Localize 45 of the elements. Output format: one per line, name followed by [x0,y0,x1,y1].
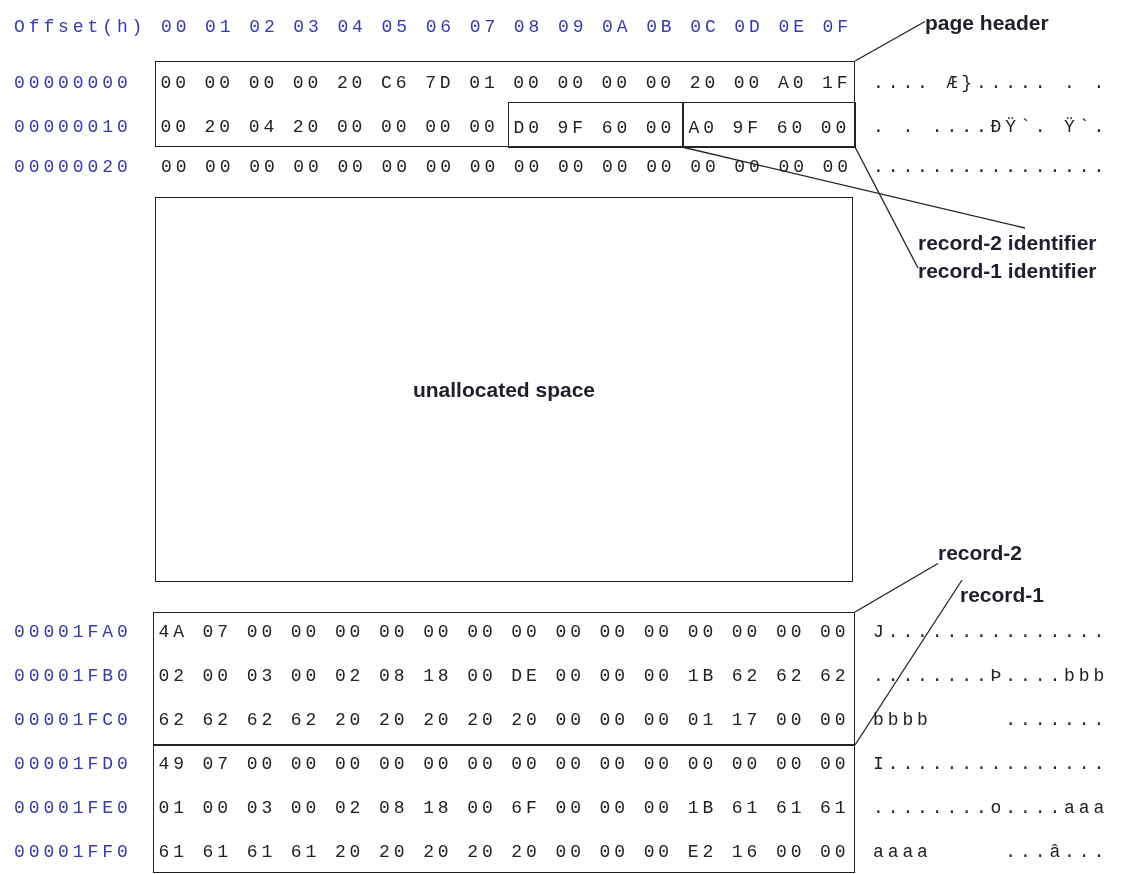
offset-header: 00000020 [14,156,132,179]
ascii-text: ................ [873,156,1109,179]
ascii-text: I............... [873,753,1109,776]
ascii-text: aaaa ...â... [873,841,1109,864]
hex-bytes: 00 20 04 20 00 00 00 00 [160,115,499,139]
callout-text: record-2 identifier [918,228,1132,258]
hex-bytes: 49 07 00 00 00 00 00 00 00 00 00 00 00 00 00 00 [158,752,850,776]
offset-header: Offset(h) [14,16,147,39]
highlight-box [153,745,855,873]
offset-header: 00000010 [14,116,132,139]
highlight-box [155,61,855,147]
offset-header: 00001FC0 [14,709,132,732]
hex-bytes: A0 9F 60 00 [688,116,851,140]
offset-header: 00000000 [14,72,132,95]
hex-bytes: 00 00 00 00 20 C6 7D 01 00 00 00 00 20 00 A0 1F [160,71,852,95]
hex-bytes: 4A 07 00 00 00 00 00 00 00 00 00 00 00 00 00 00 [158,620,850,644]
hex-bytes: 62 62 62 62 20 20 20 20 20 00 00 00 01 17 00 00 [158,708,850,732]
callout-text: record-1 [960,580,1060,610]
hex-bytes: 00 00 00 00 00 00 00 00 00 00 00 00 00 00 00 00 [161,156,852,179]
leader-line [854,579,963,746]
offset-header: 00 01 02 03 04 05 06 07 08 09 0A 0B 0C 0D 0E 0F [161,16,852,39]
hex-bytes: 02 00 03 00 02 08 18 00 DE 00 00 00 1B 62 62 62 [158,664,850,688]
leader-line [854,146,919,269]
offset-header: 00001FD0 [14,753,132,776]
region-label: unallocated space [412,376,596,403]
hex-bytes: 61 61 61 61 20 20 20 20 20 00 00 00 E2 16 00 00 [158,840,850,864]
offset-header: 00001FB0 [14,665,132,688]
region-box [155,197,853,582]
leader-line [854,20,926,62]
offset-header: 00001FA0 [14,621,132,644]
hex-bytes: 01 00 03 00 02 08 18 00 6F 00 00 00 1B 61 61 61 [158,796,850,820]
callout-text: record-1 identifier [918,256,1132,286]
highlight-box [153,612,855,745]
offset-header: 00001FF0 [14,841,132,864]
ascii-text: ........o....aaa [873,797,1109,820]
ascii-text: bbbb ....... [873,709,1109,732]
highlight-box [683,102,856,148]
callout-text: record-2 [938,538,1038,568]
callout-text: page header [925,8,1075,38]
ascii-text: .... Æ}..... . . [873,72,1109,95]
leader-line [854,562,939,613]
ascii-text: . . ....ÐŸ`. Ÿ`. [873,116,1109,139]
hex-bytes: D0 9F 60 00 [513,116,676,140]
highlight-box [508,102,683,148]
offset-header: 00001FE0 [14,797,132,820]
